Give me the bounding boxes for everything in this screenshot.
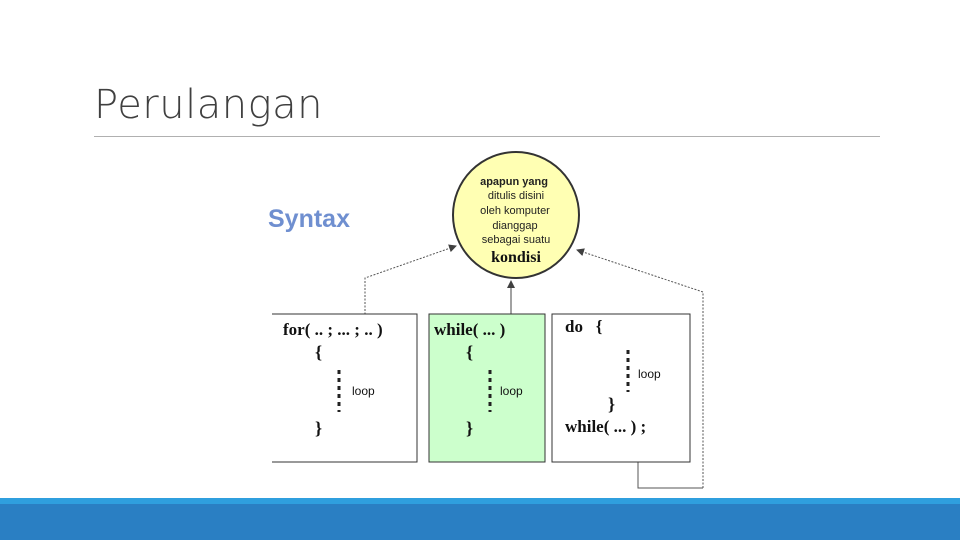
dowhile-box: do { loop } while( ... ) ;	[551, 313, 691, 463]
bubble-line-4: dianggap	[492, 220, 537, 232]
while-box: while( ... ) { loop }	[428, 313, 546, 463]
bubble-keyword: kondisi	[491, 249, 541, 266]
dowhile-footer: while( ... ) ;	[565, 417, 646, 436]
footer-band	[0, 498, 960, 540]
bubble-line-5: sebagai suatu	[482, 234, 551, 246]
bubble-line-1: apapun yang	[480, 176, 548, 188]
bubble-line-3: oleh komputer	[480, 205, 550, 217]
slide-title: Perulangan	[94, 82, 323, 128]
dowhile-condition-connector	[576, 248, 704, 488]
while-open-brace: {	[466, 342, 473, 362]
for-condition-connector	[364, 244, 457, 325]
footer-accent-line	[0, 498, 960, 504]
condition-bubble	[452, 151, 580, 279]
title-divider	[94, 136, 880, 137]
bubble-line-2: ditulis disini	[488, 190, 544, 202]
syntax-heading: Syntax	[268, 205, 350, 233]
dowhile-loop-label: loop	[638, 367, 661, 381]
dowhile-bottom-connector	[637, 450, 703, 489]
for-box: for( .. ; ... ; .. ) { loop }	[272, 313, 418, 463]
while-loop-label: loop	[500, 384, 523, 398]
for-close-brace: }	[315, 418, 322, 438]
while-close-brace: }	[466, 418, 473, 438]
dowhile-header: do {	[565, 317, 603, 336]
for-header: for( .. ; ... ; .. )	[283, 320, 383, 339]
while-header: while( ... )	[434, 320, 505, 339]
dowhile-close-brace: }	[608, 394, 615, 414]
for-loop-label: loop	[352, 384, 375, 398]
for-open-brace: {	[315, 342, 322, 362]
